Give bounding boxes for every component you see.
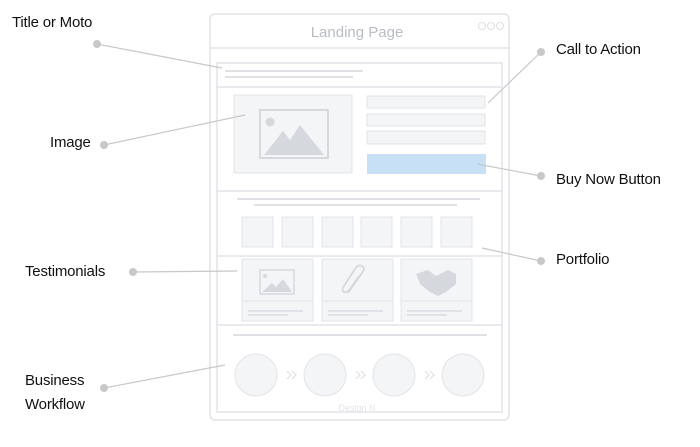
cta-field: [366, 113, 486, 127]
label-portfolio: Portfolio: [556, 251, 610, 268]
handshake-icon: [416, 270, 456, 296]
portfolio-thumbnails: [241, 216, 473, 248]
callout-dots: [93, 40, 545, 392]
chevron-right-icon: [286, 370, 435, 380]
paperclip-icon: [341, 264, 365, 294]
label-buy-now-button: Buy Now Button: [556, 171, 661, 188]
label-image: Image: [50, 134, 91, 151]
window-dots-icon: [478, 22, 504, 30]
hero-image-placeholder: [233, 94, 353, 174]
buy-now-button-placeholder: [367, 154, 486, 174]
label-call-to-action: Call to Action: [556, 41, 641, 58]
label-business: Business: [25, 372, 85, 389]
label-testimonials: Testimonials: [25, 263, 106, 280]
label-workflow: Workflow: [25, 396, 85, 413]
content-area: [216, 62, 503, 413]
wireframe-title: Landing Page: [311, 24, 404, 41]
workflow-steps: [234, 353, 485, 397]
image-icon: [259, 269, 295, 295]
wireframe-footer: Design N: [338, 403, 375, 413]
image-icon: [259, 109, 329, 159]
label-title-or-moto: Title or Moto: [12, 14, 93, 31]
cta-field: [366, 95, 486, 109]
callout-lines: [96, 43, 542, 389]
cta-field: [366, 130, 486, 145]
